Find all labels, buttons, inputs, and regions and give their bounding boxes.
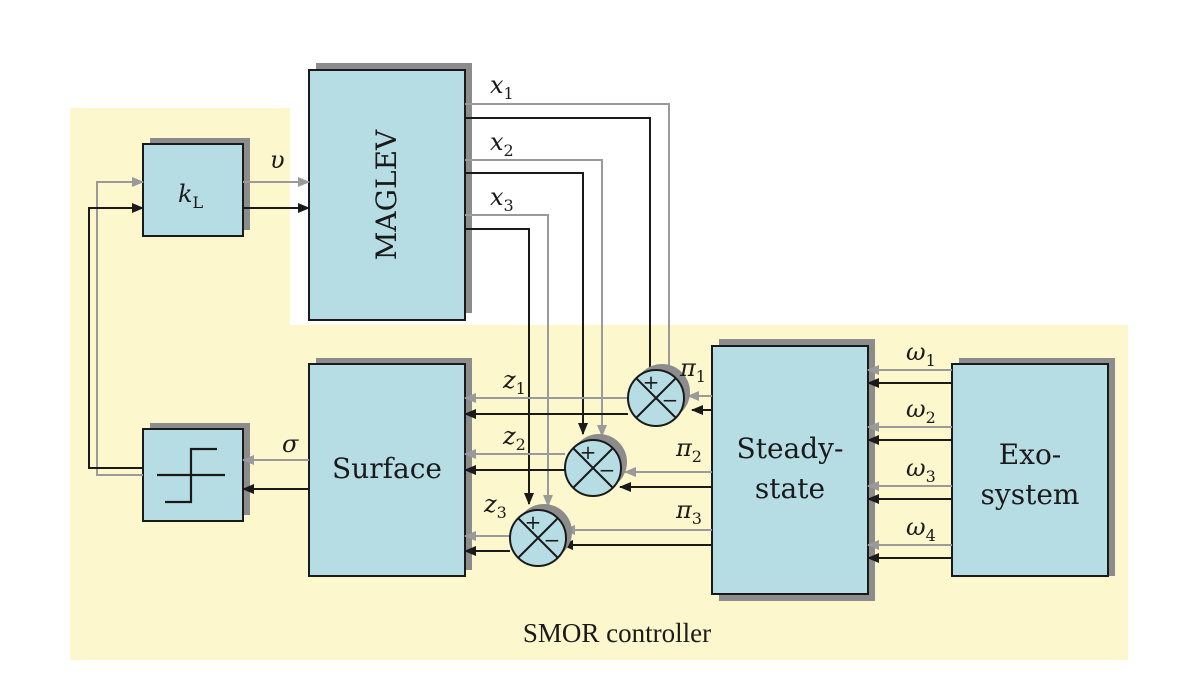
- summer-3-plus: +: [525, 510, 542, 534]
- summer-2-minus: −: [599, 458, 616, 482]
- x3-line-dark: [465, 228, 534, 505]
- v-label: υ: [270, 146, 285, 174]
- pi2-label: π2: [675, 434, 702, 466]
- gain-label: kL: [178, 180, 204, 212]
- z3-label: z3: [483, 490, 507, 522]
- maglev-block: MAGLEV: [308, 63, 472, 321]
- sign-switch-block: [142, 423, 250, 522]
- omega4-label: ω4: [906, 513, 936, 545]
- exo-system-label-1: Exo-: [999, 438, 1062, 471]
- summer-3: + −: [509, 504, 572, 567]
- steady-state-label-1: Steady-: [737, 432, 844, 465]
- diagram-caption: SMOR controller: [523, 618, 711, 648]
- switch-to-gain-dark: [88, 203, 144, 469]
- steady-state-label-2: state: [755, 472, 825, 505]
- summer-2: + −: [564, 434, 627, 497]
- signal-lines: [88, 103, 952, 563]
- x3-line-gray: [465, 214, 553, 507]
- summer-1: + −: [627, 364, 690, 427]
- z1-label: z1: [502, 366, 526, 398]
- omega3-label: ω3: [906, 454, 936, 486]
- omega2-label: ω2: [906, 395, 936, 427]
- x2-label: x2: [490, 128, 514, 160]
- pi1-label: π1: [679, 354, 706, 386]
- sign-switch-icon: [157, 447, 225, 504]
- x2-line-dark: [465, 172, 588, 435]
- sigma-label: σ: [282, 430, 299, 458]
- exo-system-label-2: system: [981, 478, 1080, 511]
- omega1-label: ω1: [906, 338, 936, 370]
- surface-label: Surface: [332, 452, 442, 485]
- steady-state-block: Steady- state: [711, 339, 875, 601]
- summer-1-plus: +: [643, 370, 660, 394]
- exo-system-block: Exo- system: [951, 358, 1115, 577]
- z2-label: z2: [502, 422, 526, 454]
- x2-line-gray: [465, 159, 607, 437]
- surface-block: Surface: [308, 358, 472, 577]
- x1-label: x1: [490, 71, 514, 103]
- x1-line-gray: [465, 103, 674, 387]
- x1-line-dark: [465, 117, 655, 385]
- summer-2-plus: +: [580, 440, 597, 464]
- x3-label: x3: [490, 183, 514, 215]
- summer-3-minus: −: [544, 528, 561, 552]
- pi3-label: π3: [675, 496, 702, 528]
- summer-1-minus: −: [662, 388, 679, 412]
- gain-block: kL: [142, 138, 250, 237]
- switch-to-gain-gray: [96, 177, 144, 476]
- maglev-label: MAGLEV: [370, 129, 403, 260]
